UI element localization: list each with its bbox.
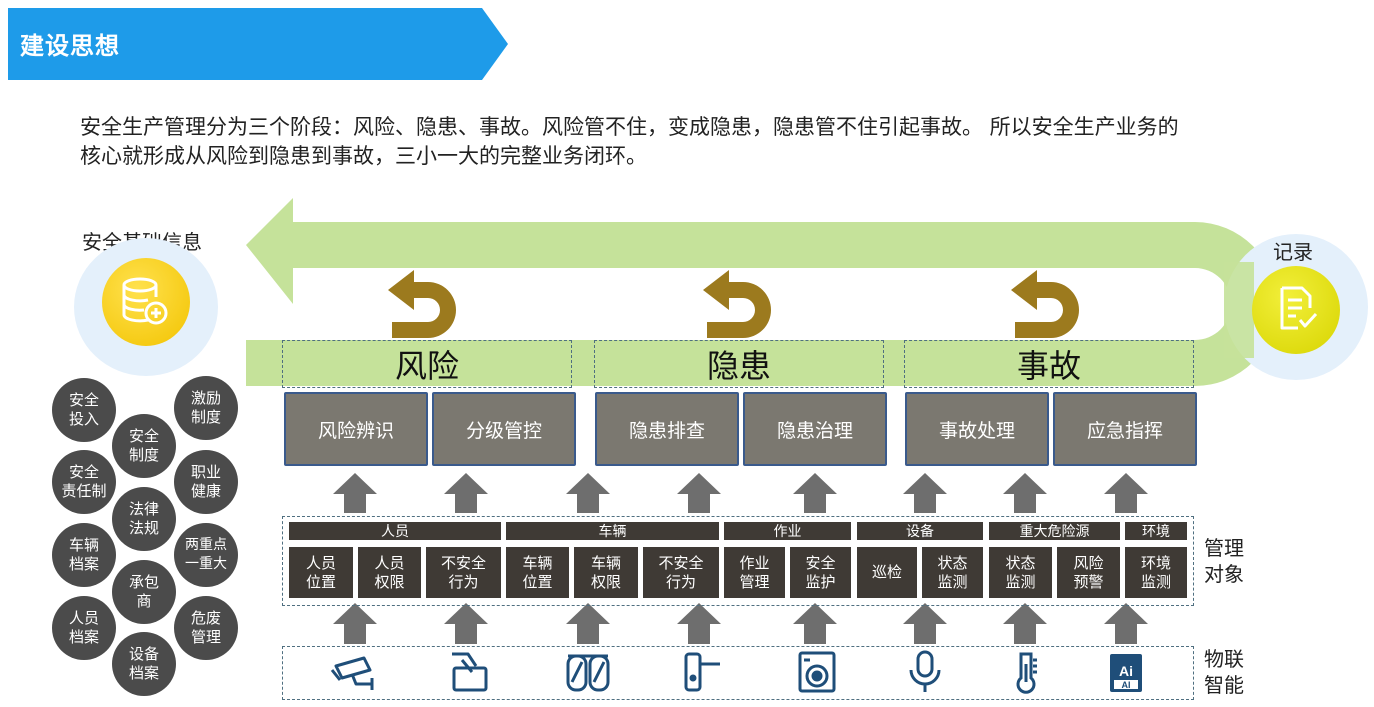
up-arrow-icon bbox=[1003, 603, 1047, 644]
page-title: 建设思想 bbox=[20, 32, 120, 60]
group-header-environment: 环境 bbox=[1125, 522, 1187, 540]
circle-safety-investment: 安全 投入 bbox=[52, 378, 116, 442]
right-node bbox=[1252, 266, 1340, 354]
circle-vehicle-archive: 车辆 档案 bbox=[52, 523, 116, 587]
up-arrow-icon bbox=[333, 603, 377, 644]
mgmt-cell: 车辆 权限 bbox=[574, 547, 638, 598]
loop-band-shape bbox=[246, 198, 1277, 386]
washing-machine-icon bbox=[798, 651, 836, 693]
return-arrow-icon bbox=[388, 270, 456, 338]
group-header-equipment: 设备 bbox=[857, 522, 983, 540]
database-plus-icon bbox=[122, 277, 168, 325]
card-swipe-icon bbox=[452, 652, 488, 692]
circle-equipment-archive: 设备 档案 bbox=[112, 632, 176, 696]
document-check-icon bbox=[1280, 286, 1318, 330]
circle-laws-regulations: 法律 法规 bbox=[112, 487, 176, 551]
loop-band-overlap bbox=[1224, 262, 1254, 358]
circle-hazardous-waste: 危废 管理 bbox=[174, 596, 238, 660]
up-arrow-icon bbox=[677, 473, 721, 513]
circle-occupational-health: 职业 健康 bbox=[174, 450, 238, 514]
stage-hazard: 隐患 bbox=[594, 340, 884, 388]
microphone-icon bbox=[909, 650, 941, 692]
up-arrow-icon bbox=[566, 473, 610, 513]
mgmt-cell: 安全 监护 bbox=[790, 547, 851, 598]
circle-safety-system: 安全 制度 bbox=[112, 414, 176, 478]
group-header-personnel: 人员 bbox=[289, 522, 501, 540]
up-arrow-icon bbox=[444, 473, 488, 513]
mgmt-cell: 状态 监测 bbox=[922, 547, 983, 598]
circle-contractor: 承包 商 bbox=[112, 560, 176, 624]
management-label: 管理 对象 bbox=[1204, 536, 1244, 586]
process-hazard-remediation: 隐患治理 bbox=[743, 392, 887, 466]
group-header-major-hazard: 重大危险源 bbox=[989, 522, 1120, 540]
up-arrow-icon bbox=[444, 603, 488, 644]
door-lock-icon bbox=[684, 652, 720, 692]
up-arrow-icon bbox=[333, 473, 377, 513]
process-risk-identification: 风险辨识 bbox=[284, 392, 428, 466]
circle-incentive-system: 激励 制度 bbox=[174, 376, 238, 440]
thermometer-icon bbox=[1016, 652, 1037, 694]
stage-accident: 事故 bbox=[904, 340, 1194, 388]
left-node bbox=[102, 258, 190, 346]
stage-risk: 风险 bbox=[282, 340, 572, 388]
right-node-label: 记录 bbox=[1273, 240, 1313, 264]
svg-text:Ai: Ai bbox=[1119, 663, 1133, 679]
process-hazard-inspection: 隐患排查 bbox=[595, 392, 739, 466]
circle-personnel-archive: 人员 档案 bbox=[52, 596, 116, 660]
return-arrow-icon bbox=[703, 270, 771, 338]
header-banner bbox=[8, 8, 508, 80]
vehicle-icon bbox=[566, 654, 610, 692]
mgmt-cell: 不安全 行为 bbox=[426, 547, 501, 598]
mgmt-cell: 车辆 位置 bbox=[506, 547, 569, 598]
up-arrow-icon bbox=[903, 603, 947, 644]
up-arrow-icon bbox=[1003, 473, 1047, 513]
mgmt-cell: 不安全 行为 bbox=[643, 547, 719, 598]
mgmt-cell: 人员 权限 bbox=[358, 547, 421, 598]
up-arrow-icon bbox=[793, 473, 837, 513]
circle-responsibility-system: 安全 责任制 bbox=[52, 450, 116, 514]
management-panel bbox=[282, 516, 1194, 606]
mgmt-cell: 状态 监测 bbox=[989, 547, 1052, 598]
mgmt-cell: 巡检 bbox=[857, 547, 917, 598]
return-arrow-icon bbox=[1011, 270, 1079, 338]
mgmt-cell: 环境 监测 bbox=[1125, 547, 1187, 598]
mgmt-cell: 风险 预警 bbox=[1057, 547, 1120, 598]
svg-text:AI: AI bbox=[1122, 680, 1131, 690]
process-emergency-command: 应急指挥 bbox=[1053, 392, 1197, 466]
mgmt-cell: 作业 管理 bbox=[724, 547, 785, 598]
up-arrow-icon bbox=[793, 603, 837, 644]
up-arrow-icon bbox=[677, 603, 721, 644]
cctv-camera-icon bbox=[330, 656, 374, 690]
iot-panel bbox=[282, 646, 1194, 700]
up-arrow-icon bbox=[566, 603, 610, 644]
up-arrow-icon bbox=[1104, 603, 1148, 644]
up-arrow-icon bbox=[1104, 473, 1148, 513]
process-graded-control: 分级管控 bbox=[432, 392, 576, 466]
ai-chip-icon: Ai AI bbox=[1110, 654, 1142, 692]
iot-label: 物联 智能 bbox=[1204, 647, 1244, 697]
process-accident-handling: 事故处理 bbox=[905, 392, 1049, 466]
circle-two-key-one-major: 两重点 一重大 bbox=[174, 523, 238, 587]
group-header-operation: 作业 bbox=[724, 522, 851, 540]
intro-text: 安全生产管理分为三个阶段：风险、隐患、事故。风险管不住，变成隐患，隐患管不住引起… bbox=[80, 115, 1179, 168]
mgmt-cell: 人员 位置 bbox=[289, 547, 353, 598]
up-arrow-icon bbox=[903, 473, 947, 513]
group-header-vehicle: 车辆 bbox=[506, 522, 719, 540]
